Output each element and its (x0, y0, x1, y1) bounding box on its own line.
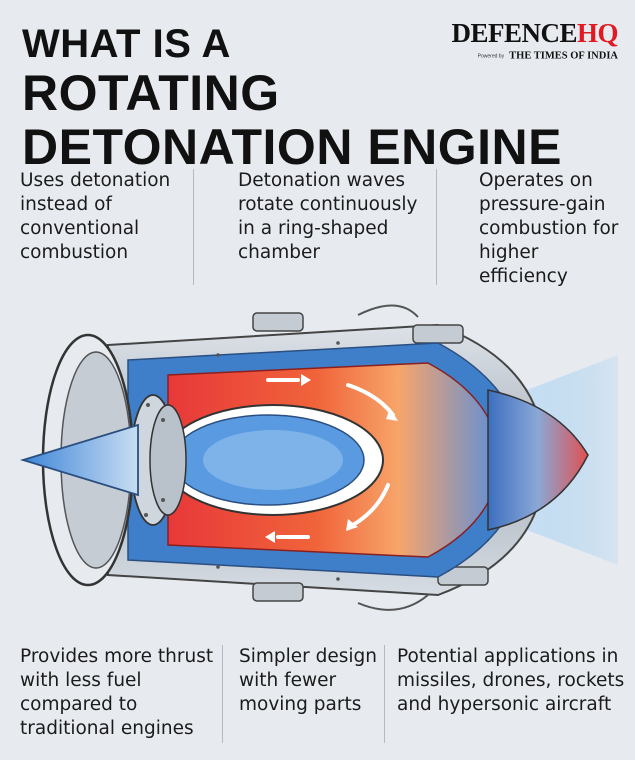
fact-bottom-2: Simpler design with fewer moving parts (239, 646, 378, 715)
divider (436, 169, 437, 285)
fact-bottom-3: Potential applications in missiles, dron… (397, 646, 625, 715)
divider (384, 645, 385, 743)
fact-top-1: Uses detonation instead of conventional … (20, 170, 171, 263)
divider (193, 169, 194, 285)
rotating-detonation-engine-cutaway-icon (19, 304, 618, 611)
title-line-2: ROTATING (22, 65, 280, 121)
divider (222, 645, 223, 743)
fact-top-2: Detonation waves rotate continuously in … (238, 170, 418, 263)
powered-by-label: Powered by (477, 53, 505, 60)
page-title: WHAT IS A ROTATING DETONATION ENGINE (22, 22, 562, 174)
fact-top-3: Operates on pressure-gain combustion for… (479, 170, 619, 287)
publisher-name: THE TIMES OF INDIA (509, 50, 618, 62)
brand-name-part2: HQ (576, 18, 619, 48)
title-line-3: DETONATION ENGINE (22, 119, 563, 175)
brand-name: DEFENCEHQ (428, 18, 618, 48)
fact-bottom-1: Provides more thrust with less fuel comp… (20, 646, 214, 739)
facts-bottom-row: Provides more thrust with less fuel comp… (0, 645, 635, 743)
brand-tagline: Powered by THE TIMES OF INDIA (428, 50, 618, 63)
brand-logo: DEFENCEHQ Powered by THE TIMES OF INDIA (428, 18, 618, 63)
brand-name-part1: DEFENCE (451, 18, 577, 48)
title-line-1: WHAT IS A (22, 22, 231, 66)
facts-top-row: Uses detonation instead of conventional … (0, 169, 635, 287)
